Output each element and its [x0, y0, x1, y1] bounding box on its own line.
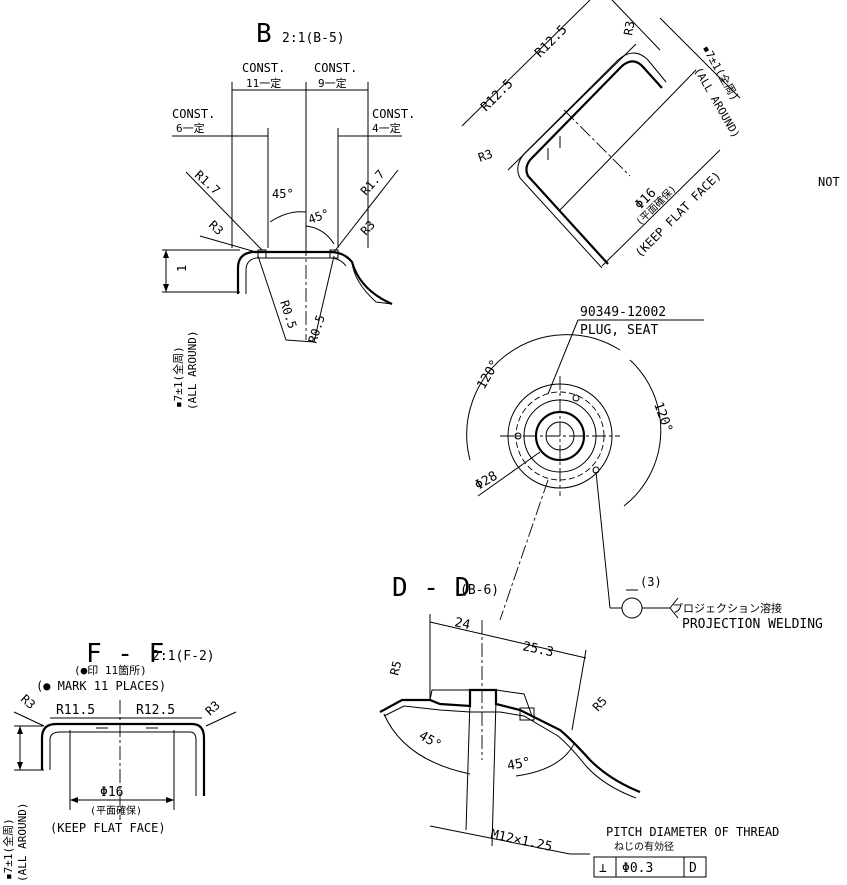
const-left-top: CONST.	[242, 61, 285, 75]
view-dd-label: D - D	[392, 573, 470, 603]
view-top-right: R12.5 R12.5 R3 R3 ▪7±1(全周) (ALL AROUND) …	[461, 0, 840, 269]
r3-top: R3	[621, 20, 637, 37]
r3-left: R3	[206, 218, 226, 238]
angle-45-dl: 45°	[416, 728, 444, 753]
view-dd-ref: (B-6)	[460, 583, 499, 598]
r3-right-f: R3	[203, 698, 223, 718]
pitch-jp: ねじの有効径	[614, 840, 674, 853]
plug-part-no: 90349-12002	[580, 305, 666, 320]
weld-callout: (3) プロジェクション溶接 PROJECTION WELDING	[595, 471, 823, 632]
const-right-val: 4一定	[372, 121, 401, 135]
pitch-en: PITCH DIAMETER OF THREAD	[606, 825, 779, 839]
note-label: NOT	[818, 175, 840, 189]
keep-en-f: (KEEP FLAT FACE)	[50, 821, 166, 835]
fcf-datum: D	[689, 861, 697, 876]
const-left-val: 6一定	[176, 121, 205, 135]
angle-45-left: 45°	[272, 187, 294, 201]
weld-en: PROJECTION WELDING	[682, 617, 823, 632]
plug-part-name: PLUG, SEAT	[580, 323, 658, 338]
const-left-top-val: 11一定	[246, 76, 281, 90]
thk-f: ▪7±1(全周)	[1, 818, 15, 880]
view-ff-label: F - F	[86, 639, 164, 669]
r17-right: R1.7	[358, 167, 388, 198]
mark-en: (● MARK 11 PLACES)	[36, 679, 166, 693]
r115: R11.5	[56, 703, 95, 718]
r3-left-f: R3	[18, 692, 38, 712]
keep-jp-f: (平面確保)	[90, 804, 142, 817]
angle-45-dr: 45°	[506, 755, 532, 774]
weld-count: (3)	[640, 575, 662, 589]
dia-f: Φ16	[100, 785, 123, 800]
r3-left-top: R3	[476, 147, 494, 165]
view-dd: D - D (B-6) 24 25.3 R5 R5 45° 45° M12×1.…	[379, 573, 779, 878]
const-right: CONST.	[372, 107, 415, 121]
view-b: B 2:1(B-5) CONST. 11一定 CONST. 9一定 CONST.…	[162, 19, 415, 410]
const-right-top-val: 9一定	[318, 76, 347, 90]
thk-b: ▪7±1(全周)	[171, 346, 185, 408]
r125-f: R12.5	[136, 703, 175, 718]
view-b-scale: 2:1(B-5)	[282, 31, 345, 46]
dim-one: 1	[175, 265, 189, 272]
r125-a: R12.5	[478, 77, 516, 115]
const-left: CONST.	[172, 107, 215, 121]
plug-seat: 90349-12002 PLUG, SEAT 120° 120° Φ28	[466, 305, 704, 621]
thk-b-en: (ALL AROUND)	[186, 331, 199, 410]
r05-right: R0.5	[306, 313, 328, 345]
r3-right: R3	[358, 218, 378, 238]
r5-left-d: R5	[387, 659, 404, 676]
const-right-top: CONST.	[314, 61, 357, 75]
weld-jp: プロジェクション溶接	[672, 601, 782, 615]
angle-45-right: 45°	[306, 206, 331, 227]
feature-control-frame: ⊥ Φ0.3 D	[593, 856, 707, 878]
thk-f-en: (ALL AROUND)	[16, 803, 29, 882]
thread-callout: M12×1.25	[489, 827, 553, 855]
view-b-letter: B	[256, 19, 272, 49]
r5-right-d: R5	[590, 694, 610, 714]
mark-jp: (●印 11箇所)	[74, 663, 147, 677]
r05-left: R0.5	[277, 299, 299, 331]
r125-b: R12.5	[532, 23, 570, 61]
fcf-symbol: ⊥	[599, 861, 607, 876]
fcf-tolerance: Φ0.3	[622, 861, 653, 876]
angle-120-b: 120°	[650, 400, 675, 435]
view-ff: F - F 2:1(F-2) (●印 11箇所) (● MARK 11 PLAC…	[1, 639, 237, 882]
view-ff-scale: 2:1(F-2)	[152, 649, 215, 664]
